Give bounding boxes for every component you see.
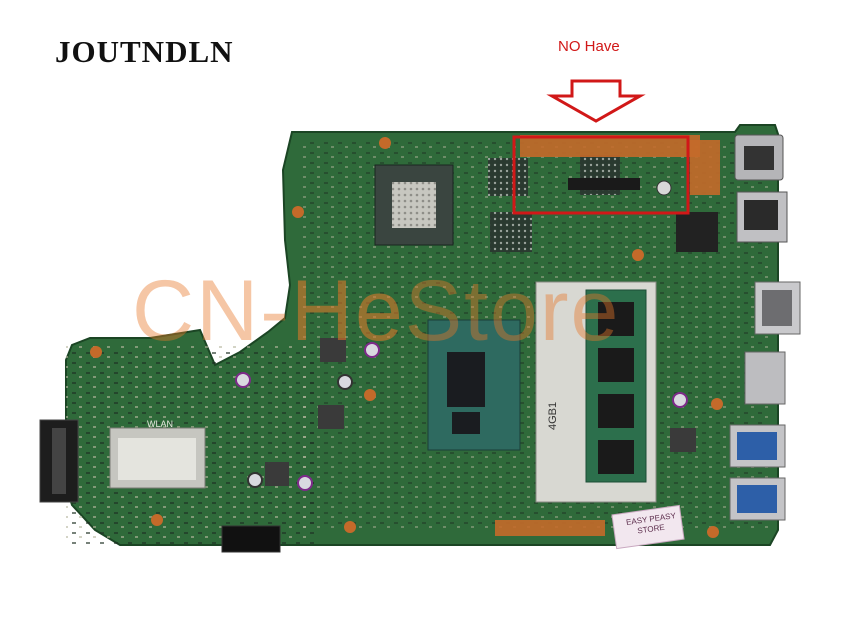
copper-pad-bottom [495,520,605,536]
wlan-label: WLAN [147,419,173,429]
capacitor-top [656,180,672,196]
display-connector [568,178,640,190]
vga-port [744,351,786,405]
ram-chip-2 [598,348,634,382]
chip-top-2 [490,212,532,252]
copper-pad-right [690,140,720,195]
missing-part-note: NO Have [558,38,620,55]
copper-pad-top [520,135,700,157]
cpu-die-2 [452,412,480,434]
cpu-die-1 [447,352,485,407]
ram-chip-4 [598,440,634,474]
ram-chip-1 [598,302,634,336]
ram-chip-3 [598,394,634,428]
missing-part-box [512,135,690,215]
brand-title: JOUTNDLN [55,34,234,69]
sticker-line-2: STORE [637,523,665,536]
down-arrow-icon [546,79,646,123]
chip-top-1 [488,158,528,196]
store-sticker [611,504,685,550]
lan-chip [676,212,718,252]
watermark: CN-HeStore [132,263,621,359]
battery-connector [221,525,281,553]
ram-label: 4GB1 [547,402,559,430]
